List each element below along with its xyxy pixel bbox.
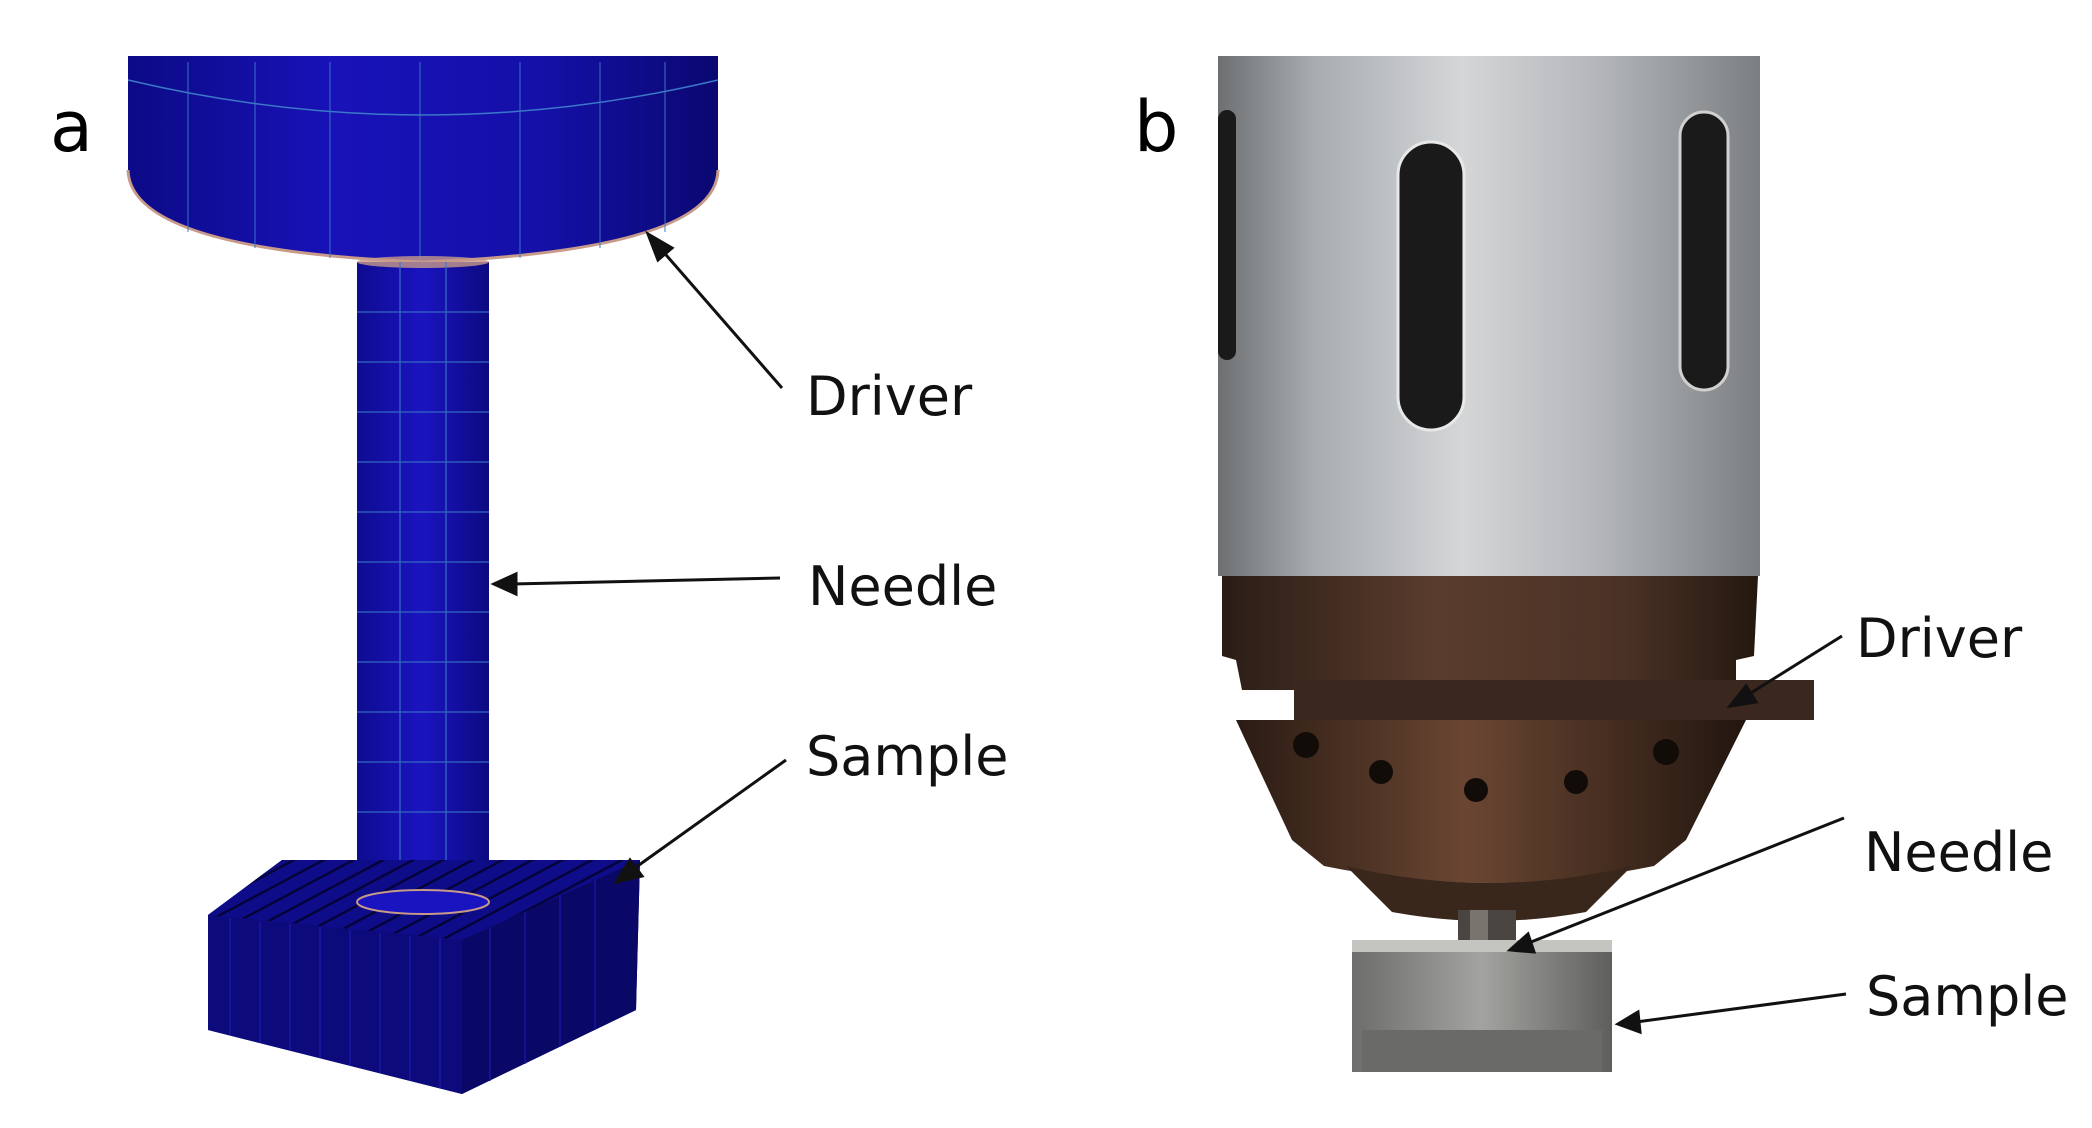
panel-a-needle-label: Needle — [808, 555, 998, 618]
panel-b-letter: b — [1134, 86, 1179, 168]
driver-mesh-shape — [126, 56, 720, 264]
panel-b-needle-label: Needle — [1864, 821, 2054, 884]
sample-mesh-shape — [208, 860, 640, 1094]
panel-a-mesh-model — [126, 56, 787, 1094]
panel-b-sample-label: Sample — [1866, 965, 2069, 1028]
panel-a-letter: a — [50, 86, 93, 168]
panel-b-driver-label: Driver — [1856, 607, 2023, 670]
sample-block-shape — [1352, 940, 1612, 1072]
driver-housing-shape — [1218, 56, 1760, 576]
panel-a-driver-label: Driver — [806, 365, 973, 428]
panel-b-arrows — [1506, 634, 1847, 1035]
panel-a-arrows — [490, 230, 787, 885]
needle-mesh-shape — [357, 256, 489, 902]
panel-a-sample-label: Sample — [806, 725, 1009, 788]
panel-b-device-photo — [1218, 56, 1847, 1072]
driver-collar-shape — [1222, 576, 1814, 921]
